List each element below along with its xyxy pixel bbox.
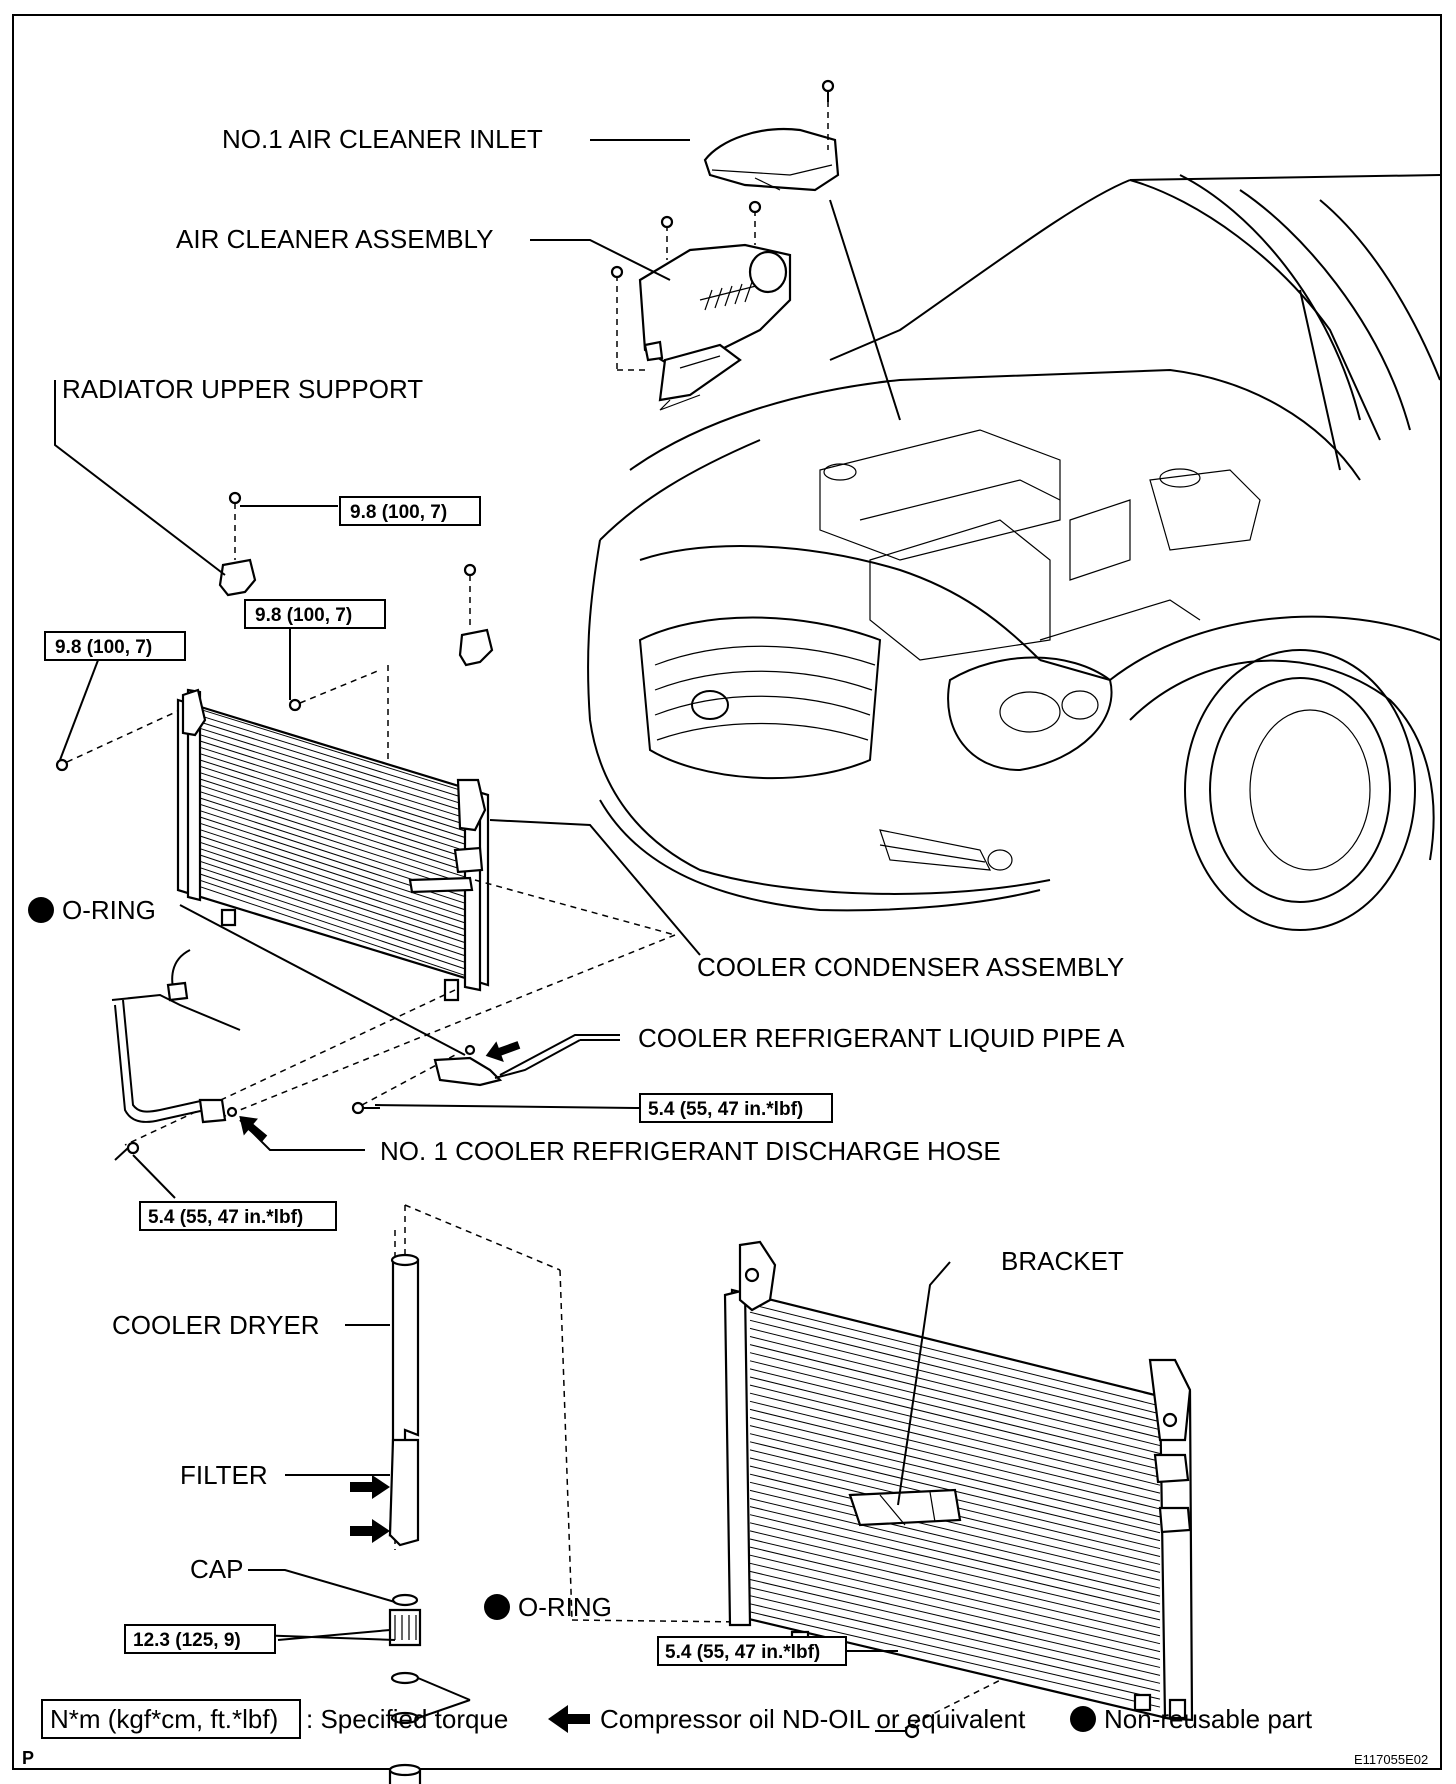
torque-spec-t5: 5.4 (55, 47 in.*lbf)	[139, 1201, 337, 1231]
radiator-support-parts	[55, 491, 494, 818]
oil-arrow-icon	[239, 1116, 268, 1142]
svg-text:5.4 (55, 47 in.*lbf): 5.4 (55, 47 in.*lbf)	[665, 1642, 820, 1663]
torque-spec-t6: 12.3 (125, 9)	[124, 1624, 276, 1654]
label-radiator-upper-support: RADIATOR UPPER SUPPORT	[62, 374, 423, 404]
label-liquid-pipe-a: COOLER REFRIGERANT LIQUID PIPE A	[638, 1023, 1125, 1053]
oil-arrows	[239, 1041, 521, 1543]
oil-arrow-icon	[350, 1519, 390, 1543]
vehicle-illustration	[587, 174, 1441, 931]
cooler-condenser-assembly-lower	[723, 1240, 1194, 1739]
label-air-cleaner-inlet: NO.1 AIR CLEANER INLET	[222, 124, 543, 154]
diagram-frame	[12, 14, 1442, 1770]
legend-torque-box-text: N*m (kgf*cm, ft.*lbf)	[50, 1704, 278, 1734]
label-bracket: BRACKET	[1001, 1246, 1124, 1276]
refrigerant-pipes	[111, 949, 620, 1124]
oil-arrow-icon	[350, 1475, 390, 1499]
label-cooler-dryer: COOLER DRYER	[112, 1310, 320, 1340]
torque-spec-t7: 5.4 (55, 47 in.*lbf)	[657, 1636, 847, 1666]
legend-torque-box	[41, 1699, 301, 1739]
leader-lines	[54, 139, 951, 1719]
cooler-condenser-assembly-upper	[176, 688, 490, 1002]
label-cooler-condenser-assembly: COOLER CONDENSER ASSEMBLY	[697, 952, 1124, 982]
label-air-cleaner-assembly: AIR CLEANER ASSEMBLY	[176, 224, 493, 254]
label-filter: FILTER	[180, 1460, 268, 1490]
svg-text:5.4 (55, 47 in.*lbf): 5.4 (55, 47 in.*lbf)	[648, 1099, 803, 1120]
oil-arrow-icon	[485, 1041, 521, 1063]
torque-spec-t1: 9.8 (100, 7)	[339, 496, 481, 526]
pipe-bolts	[114, 1101, 380, 1161]
legend-nonreusable-text: Non-reusable part	[1104, 1704, 1313, 1734]
legend: N*m (kgf*cm, ft.*lbf) : Specified torque…	[41, 1699, 1313, 1739]
non-reusable-dot-icon	[1070, 1706, 1096, 1732]
svg-text:9.8 (100, 7): 9.8 (100, 7)	[350, 502, 447, 523]
legend-torque-text: : Specified torque	[306, 1704, 508, 1734]
torque-spec-t2: 9.8 (100, 7)	[244, 599, 386, 629]
svg-text:12.3 (125, 9): 12.3 (125, 9)	[133, 1630, 241, 1651]
svg-text:5.4 (55, 47 in.*lbf): 5.4 (55, 47 in.*lbf)	[148, 1207, 303, 1228]
label-cap: CAP	[190, 1554, 243, 1584]
air-cleaner-assembly-part	[610, 200, 792, 411]
torque-spec-t3: 9.8 (100, 7)	[44, 631, 186, 661]
corner-label-left: P	[22, 1748, 34, 1768]
svg-text:9.8 (100, 7): 9.8 (100, 7)	[55, 637, 152, 658]
oil-arrow-icon	[548, 1705, 590, 1733]
non-reusable-dot-icon	[484, 1594, 510, 1620]
non-reusable-dot-icon	[28, 897, 54, 923]
cooler-dryer-parts	[388, 1253, 422, 1784]
figure-code: E117055E02	[1354, 1752, 1428, 1767]
legend-oil-text: Compressor oil ND-OIL or equivalent	[600, 1704, 1026, 1734]
svg-text:9.8 (100, 7): 9.8 (100, 7)	[255, 605, 352, 626]
label-discharge-hose: NO. 1 COOLER REFRIGERANT DISCHARGE HOSE	[380, 1136, 1001, 1166]
air-cleaner-inlet-part	[703, 79, 840, 192]
torque-spec-t4: 5.4 (55, 47 in.*lbf)	[639, 1093, 833, 1123]
label-o-ring-bottom: O-RING	[518, 1592, 612, 1622]
label-o-ring-top: O-RING	[62, 895, 156, 925]
